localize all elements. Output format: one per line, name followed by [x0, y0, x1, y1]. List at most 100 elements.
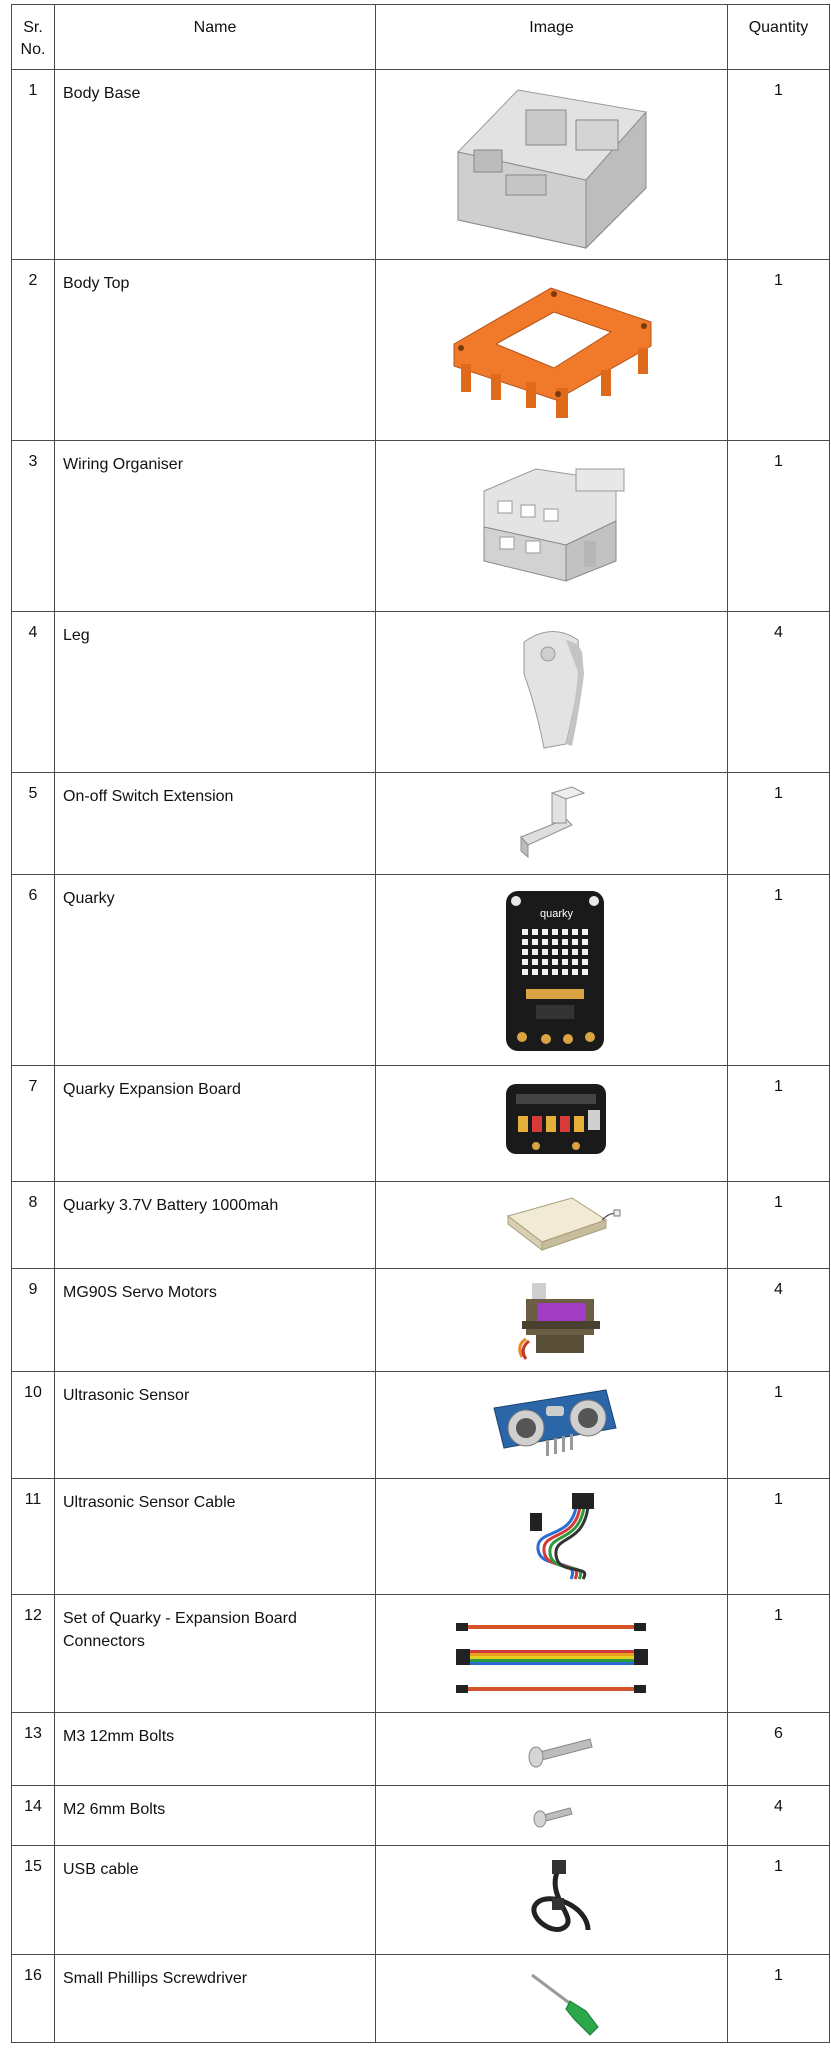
table-row: 5 On-off Switch Extension 1 — [11, 772, 830, 875]
table-row: 11 Ultrasonic Sensor Cable 1 — [11, 1478, 830, 1595]
table-row: 16 Small Phillips Screwdriver 1 — [11, 1954, 830, 2043]
row-sr-no: 14 — [11, 1785, 55, 1846]
row-name: Set of Quarky - Expansion Board Connecto… — [54, 1594, 376, 1713]
switch-extension-image — [520, 786, 586, 859]
header-name: Name — [54, 4, 376, 70]
leg-image — [523, 631, 584, 749]
row-quantity: 1 — [727, 69, 830, 260]
table-row: 6 Quarky quarky — [11, 874, 830, 1066]
row-name: On-off Switch Extension — [54, 772, 376, 875]
row-sr-no: 1 — [11, 69, 55, 260]
row-quantity: 1 — [727, 1181, 830, 1269]
row-sr-no: 3 — [11, 440, 55, 612]
body-top-image — [453, 287, 652, 418]
row-name: Small Phillips Screwdriver — [54, 1954, 376, 2043]
components-table: Sr. No. Name Image Quantity 1 Body Base — [11, 4, 830, 2043]
row-name: MG90S Servo Motors — [54, 1268, 376, 1372]
battery-image — [506, 1197, 621, 1252]
row-sr-no: 6 — [11, 874, 55, 1066]
table-row: 2 Body Top 1 — [11, 259, 830, 441]
row-quantity: 4 — [727, 1268, 830, 1372]
row-image-cell — [375, 1371, 728, 1479]
row-quantity: 1 — [727, 1954, 830, 2043]
row-name: Quarky — [54, 874, 376, 1066]
row-image-cell — [375, 1268, 728, 1372]
ultrasonic-sensor-image — [493, 1389, 617, 1456]
table-row: 4 Leg 4 — [11, 611, 830, 773]
row-quantity: 1 — [727, 1371, 830, 1479]
table-row: 7 Quarky Expansion Board 1 — [11, 1065, 830, 1182]
table-row: 14 M2 6mm Bolts 4 — [11, 1785, 830, 1846]
row-name: M2 6mm Bolts — [54, 1785, 376, 1846]
connector-cables-image — [456, 1623, 648, 1693]
row-image-cell — [375, 1785, 728, 1846]
table-row: 13 M3 12mm Bolts 6 — [11, 1712, 830, 1786]
row-quantity: 1 — [727, 1845, 830, 1955]
row-quantity: 4 — [727, 611, 830, 773]
row-image-cell — [375, 772, 728, 875]
row-sr-no: 4 — [11, 611, 55, 773]
row-name: Body Top — [54, 259, 376, 441]
row-name: Leg — [54, 611, 376, 773]
row-image-cell: quarky — [375, 874, 728, 1066]
table-row: 9 MG90S Servo Motors 4 — [11, 1268, 830, 1372]
header-image: Image — [375, 4, 728, 70]
row-sr-no: 13 — [11, 1712, 55, 1786]
row-sr-no: 12 — [11, 1594, 55, 1713]
row-sr-no: 16 — [11, 1954, 55, 2043]
table-row: 8 Quarky 3.7V Battery 1000mah 1 — [11, 1181, 830, 1269]
row-sr-no: 2 — [11, 259, 55, 441]
row-quantity: 1 — [727, 259, 830, 441]
wiring-organiser-image — [483, 468, 625, 582]
row-name: Ultrasonic Sensor — [54, 1371, 376, 1479]
row-name: Quarky Expansion Board — [54, 1065, 376, 1182]
servo-motor-image — [518, 1283, 600, 1360]
expansion-board-image — [506, 1084, 606, 1154]
row-image-cell — [375, 1181, 728, 1269]
row-image-cell — [375, 440, 728, 612]
row-quantity: 6 — [727, 1712, 830, 1786]
header-row: Sr. No. Name Image Quantity — [11, 4, 830, 70]
row-quantity: 1 — [727, 874, 830, 1066]
row-image-cell — [375, 259, 728, 441]
usb-cable-image — [531, 1860, 591, 1932]
header-quantity: Quantity — [727, 4, 830, 70]
table-row: 1 Body Base 1 — [11, 69, 830, 260]
row-quantity: 1 — [727, 440, 830, 612]
table-row: 12 Set of Quarky - Expansion Board Conne… — [11, 1594, 830, 1713]
table-row: 10 Ultrasonic Sensor 1 — [11, 1371, 830, 1479]
row-sr-no: 15 — [11, 1845, 55, 1955]
row-quantity: 1 — [727, 1065, 830, 1182]
row-sr-no: 5 — [11, 772, 55, 875]
row-sr-no: 11 — [11, 1478, 55, 1595]
row-quantity: 1 — [727, 1594, 830, 1713]
row-sr-no: 10 — [11, 1371, 55, 1479]
screwdriver-image — [531, 1973, 599, 2036]
row-quantity: 4 — [727, 1785, 830, 1846]
row-image-cell — [375, 1845, 728, 1955]
m2-bolt-image — [533, 1807, 573, 1828]
row-quantity: 1 — [727, 1478, 830, 1595]
row-name: Wiring Organiser — [54, 440, 376, 612]
sensor-cable-image — [530, 1493, 594, 1580]
m3-bolt-image — [528, 1738, 593, 1768]
quarky-logo-text: quarky — [540, 908, 574, 920]
row-image-cell — [375, 69, 728, 260]
row-image-cell — [375, 1594, 728, 1713]
row-name: Body Base — [54, 69, 376, 260]
row-quantity: 1 — [727, 772, 830, 875]
row-name: Quarky 3.7V Battery 1000mah — [54, 1181, 376, 1269]
row-sr-no: 8 — [11, 1181, 55, 1269]
row-name: USB cable — [54, 1845, 376, 1955]
row-image-cell — [375, 1478, 728, 1595]
header-sr-no: Sr. No. — [11, 4, 55, 70]
table-row: 3 Wiring Organiser 1 — [11, 440, 830, 612]
row-name: M3 12mm Bolts — [54, 1712, 376, 1786]
table-row: 15 USB cable 1 — [11, 1845, 830, 1955]
row-image-cell — [375, 1954, 728, 2043]
row-image-cell — [375, 611, 728, 773]
row-image-cell — [375, 1712, 728, 1786]
quarky-board-image: quarky — [506, 891, 604, 1051]
row-sr-no: 9 — [11, 1268, 55, 1372]
row-sr-no: 7 — [11, 1065, 55, 1182]
